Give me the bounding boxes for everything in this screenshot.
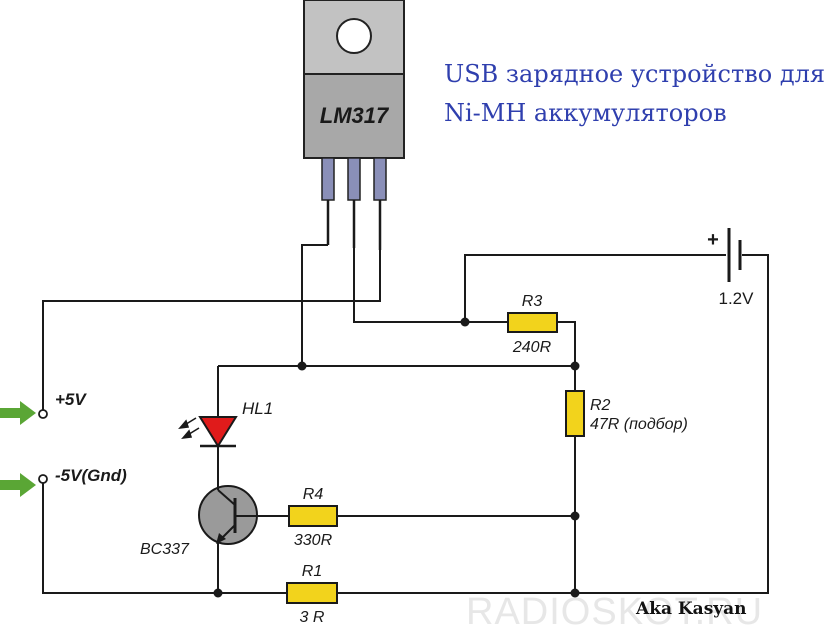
regulator-pin-adj <box>321 157 335 201</box>
terminal-negative <box>38 474 48 484</box>
watermark: RADIOSKOT.RU <box>466 591 763 633</box>
junction-dot <box>570 511 580 521</box>
battery-polarity: + <box>707 229 719 251</box>
light-arrows-icon <box>178 417 200 440</box>
mounting-hole <box>336 18 372 54</box>
regulator-pin-out <box>347 157 361 201</box>
resistor-r4-ref: R4 <box>303 486 324 503</box>
junctions <box>213 317 580 598</box>
emitter-arrow-icon <box>216 533 226 544</box>
title-line-2: Ni-MH аккумуляторов <box>444 99 727 127</box>
resistor-r1-value: 3 R <box>300 609 325 626</box>
label-plus-5v: +5V <box>55 390 87 409</box>
led-ref: HL1 <box>242 399 273 418</box>
battery-voltage: 1.2V <box>719 289 755 308</box>
wire-battery-plus <box>464 254 726 322</box>
lm317-regulator: LM317 <box>303 0 405 250</box>
resistor-r1: R1 3 R <box>286 563 338 626</box>
regulator-pin-in <box>373 157 387 201</box>
terminal-positive <box>38 409 48 419</box>
junction-dot <box>570 361 580 371</box>
resistor-r3: R3 240R <box>507 293 558 356</box>
junction-dot <box>297 361 307 371</box>
resistor-r2-value: 47R (подбор) <box>590 416 688 433</box>
transistor-collector <box>217 489 236 506</box>
input-terminals: +5V -5V(Gnd) <box>0 390 127 497</box>
resistor-r1-body <box>286 582 338 604</box>
battery: + 1.2V <box>707 228 754 308</box>
resistor-r2: R2 47R (подбор) <box>565 390 688 437</box>
transistor-bc337: BC337 <box>140 485 258 558</box>
led-triangle <box>198 416 238 448</box>
green-arrow-icon <box>0 473 36 497</box>
resistor-r2-ref: R2 <box>590 397 611 414</box>
junction-dot <box>570 588 580 598</box>
resistor-r4-body <box>288 505 338 527</box>
resistor-r4: R4 330R <box>288 486 338 549</box>
junction-dot <box>460 317 470 327</box>
title-line-1: USB зарядное устройство для <box>444 60 825 88</box>
resistor-r1-ref: R1 <box>302 563 322 580</box>
resistor-r2-body <box>565 390 585 437</box>
transistor-ref: BC337 <box>140 541 190 558</box>
wire-ground-left <box>42 482 287 594</box>
author-credit: Aka Kasyan <box>635 599 747 619</box>
resistor-r3-value: 240R <box>512 339 552 356</box>
wire-r3-r2 <box>557 321 576 391</box>
resistor-r3-ref: R3 <box>522 293 543 310</box>
junction-dot <box>213 588 223 598</box>
wire-battery-minus <box>575 254 769 594</box>
green-arrow-icon <box>0 401 36 425</box>
wire-output <box>353 248 508 323</box>
resistor-r4-value: 330R <box>294 532 333 549</box>
regulator-label: LM317 <box>320 103 390 128</box>
wire-adj <box>301 244 328 366</box>
led-hl1: HL1 <box>178 399 273 448</box>
wire-input <box>42 250 381 411</box>
resistor-r3-body <box>507 312 558 333</box>
label-minus-5v-gnd: -5V(Gnd) <box>55 466 127 485</box>
